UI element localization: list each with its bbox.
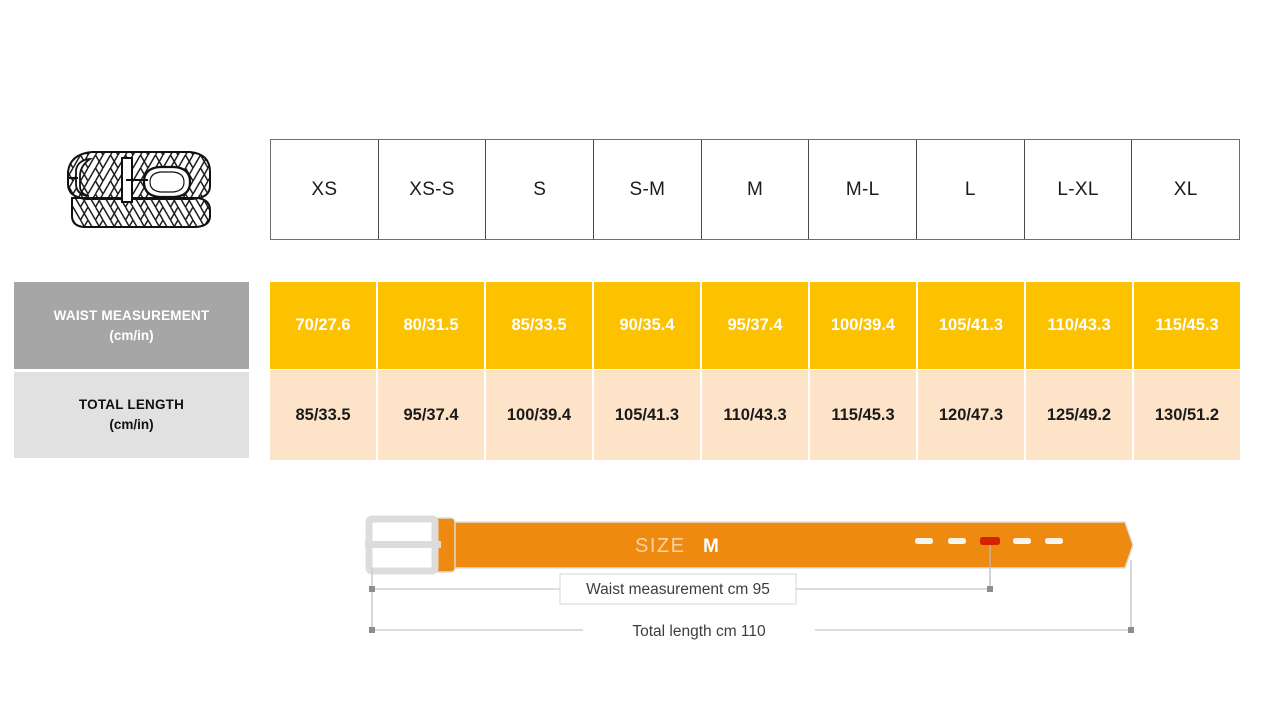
belt-hole-1 bbox=[915, 538, 933, 544]
size-header-cell: M bbox=[702, 140, 810, 239]
belt-strap bbox=[442, 521, 1134, 569]
length-value-cell: 120/47.3 bbox=[918, 370, 1026, 460]
length-value-cell: 130/51.2 bbox=[1134, 370, 1240, 460]
total-length-label-text: Total length cm 110 bbox=[632, 623, 766, 640]
waist-dimension-tick-left bbox=[369, 586, 375, 592]
braided-belt-icon bbox=[67, 151, 211, 228]
length-value-cell: 105/41.3 bbox=[594, 370, 702, 460]
size-header-cell: M-L bbox=[809, 140, 918, 239]
size-header-table: XS XS-S S S-M M M-L L L-XL XL bbox=[270, 139, 1240, 240]
row-label-title: TOTAL LENGTH bbox=[78, 397, 185, 413]
belt-size-value-label: M bbox=[703, 536, 719, 557]
total-length-row: 85/33.5 95/37.4 100/39.4 105/41.3 110/43… bbox=[270, 370, 1240, 460]
row-label-title: WAIST MEASUREMENT bbox=[53, 307, 210, 323]
size-header-cell: XS bbox=[271, 140, 379, 239]
belt-hole-3-highlighted bbox=[980, 537, 1000, 545]
waist-measurement-row: 70/27.6 80/31.5 85/33.5 90/35.4 95/37.4 … bbox=[270, 282, 1240, 369]
belt-measurement-diagram: SIZE M Waist measurement cm 95 Total len… bbox=[355, 500, 1155, 650]
length-value-cell: 95/37.4 bbox=[378, 370, 486, 460]
size-header-cell: S bbox=[486, 140, 595, 239]
belt-hole-4 bbox=[1013, 538, 1031, 544]
waist-value-cell: 100/39.4 bbox=[810, 282, 918, 369]
row-label-unit: (cm/in) bbox=[109, 417, 154, 432]
total-length-label-backdrop bbox=[583, 617, 815, 643]
length-value-cell: 110/43.3 bbox=[702, 370, 810, 460]
braided-belt-illustration bbox=[58, 142, 218, 234]
total-length-tick-left bbox=[369, 627, 375, 633]
size-header-cell: XS-S bbox=[379, 140, 487, 239]
belt-size-prefix-label: SIZE bbox=[635, 535, 685, 557]
length-value-cell: 115/45.3 bbox=[810, 370, 918, 460]
row-label-unit: (cm/in) bbox=[109, 327, 154, 343]
row-label-total-length: TOTAL LENGTH (cm/in) bbox=[14, 372, 249, 458]
waist-value-cell: 110/43.3 bbox=[1026, 282, 1134, 369]
belt-buckle-prong-bar bbox=[365, 541, 441, 548]
waist-value-cell: 70/27.6 bbox=[270, 282, 378, 369]
size-header-cell: L-XL bbox=[1025, 140, 1133, 239]
waist-value-cell: 80/31.5 bbox=[378, 282, 486, 369]
waist-value-cell: 115/45.3 bbox=[1134, 282, 1240, 369]
waist-dimension-label-box bbox=[559, 573, 797, 605]
size-header-cell: L bbox=[917, 140, 1025, 239]
waist-value-cell: 85/33.5 bbox=[486, 282, 594, 369]
row-label-waist-measurement: WAIST MEASUREMENT (cm/in) bbox=[14, 282, 249, 369]
waist-value-cell: 95/37.4 bbox=[702, 282, 810, 369]
belt-diagram-svg: SIZE M Waist measurement cm 95 Total len… bbox=[365, 515, 1134, 643]
waist-dimension-tick-right bbox=[987, 586, 993, 592]
size-header-cell: XL bbox=[1173, 178, 1198, 200]
length-value-cell: 85/33.5 bbox=[270, 370, 378, 460]
waist-value-cell: 90/35.4 bbox=[594, 282, 702, 369]
belt-hole-5 bbox=[1045, 538, 1063, 544]
belt-hole-2 bbox=[948, 538, 966, 544]
length-value-cell: 125/49.2 bbox=[1026, 370, 1134, 460]
length-value-cell: 100/39.4 bbox=[486, 370, 594, 460]
size-header-cell: S-M bbox=[594, 140, 702, 239]
waist-dimension-label-text: Waist measurement cm 95 bbox=[586, 581, 770, 598]
total-length-tick-right bbox=[1128, 627, 1134, 633]
waist-value-cell: 105/41.3 bbox=[918, 282, 1026, 369]
